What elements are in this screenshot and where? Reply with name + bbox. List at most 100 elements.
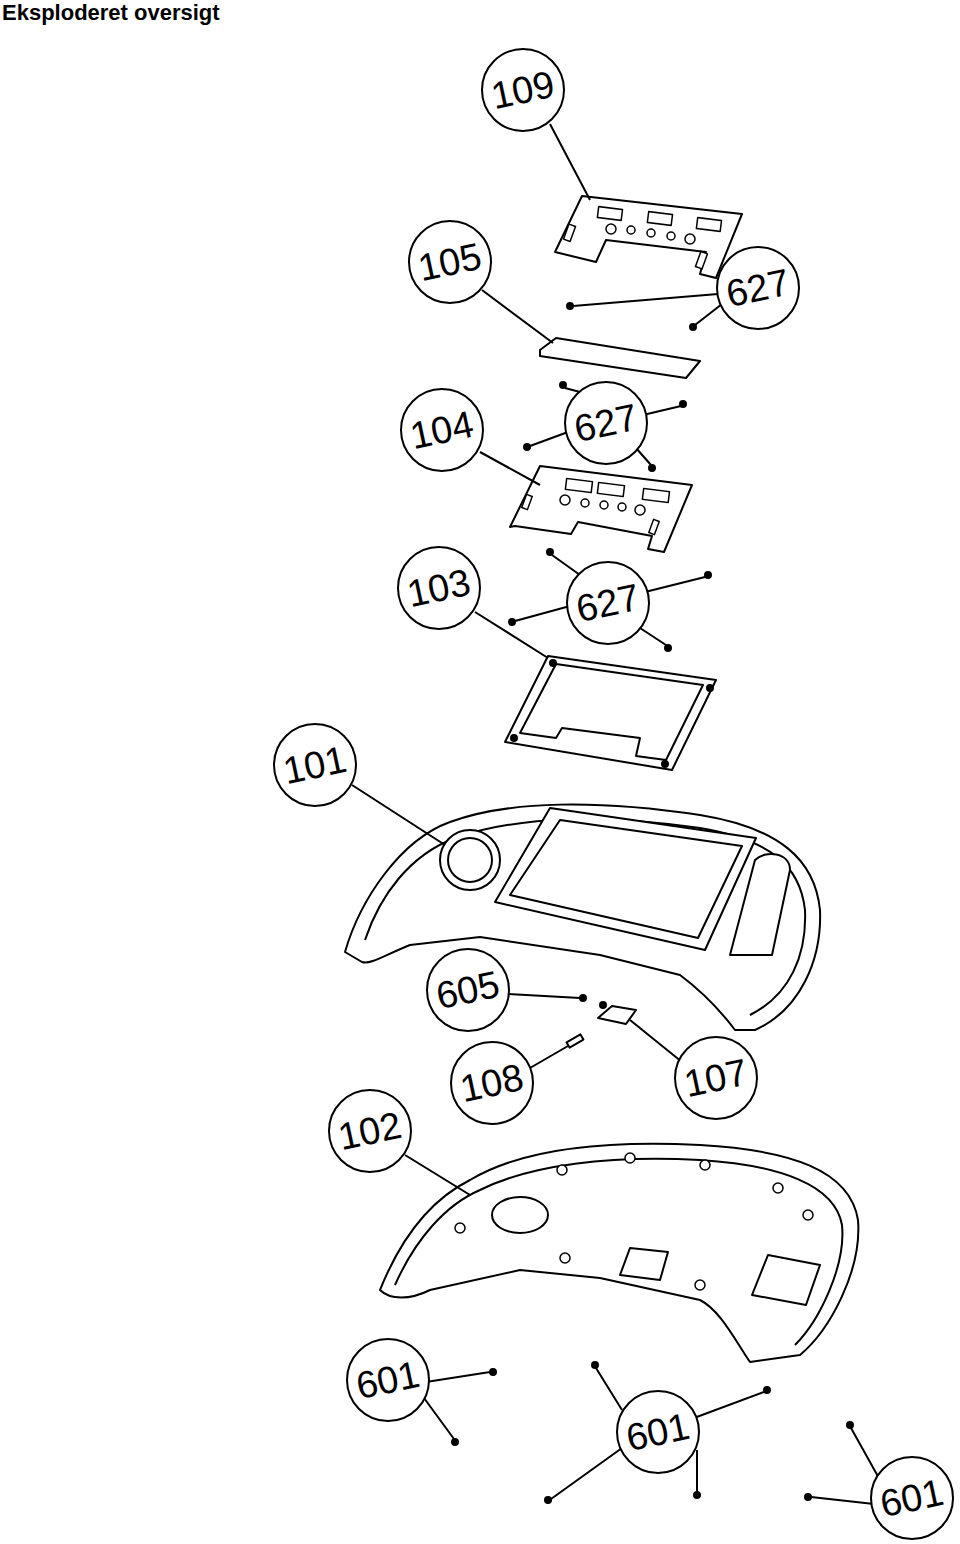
- console-window: [495, 808, 756, 950]
- leader-line: [551, 1448, 622, 1499]
- leader-line: [530, 432, 568, 446]
- lower-cover: [380, 1144, 858, 1362]
- leader-line: [696, 1450, 698, 1492]
- leader-line: [424, 1398, 454, 1439]
- leader-line: [405, 1155, 470, 1195]
- screw: [560, 382, 566, 388]
- leader-line: [694, 1392, 764, 1418]
- leader-line: [645, 577, 705, 592]
- leader-line: [475, 612, 548, 658]
- screw: [547, 549, 553, 555]
- screw-boss: [773, 1183, 783, 1193]
- screw: [524, 444, 530, 450]
- board-button: [560, 495, 570, 505]
- screw-boss: [803, 1210, 813, 1220]
- callout-number: 107: [681, 1053, 751, 1103]
- board-window: [642, 488, 669, 502]
- plate-button: [627, 226, 635, 234]
- plate-button: [647, 229, 655, 237]
- screw: [694, 1492, 700, 1498]
- leader-line: [811, 1497, 874, 1504]
- callout-circle: 109: [481, 48, 565, 132]
- screw: [567, 303, 573, 309]
- cover-opening: [752, 1255, 820, 1305]
- screw-boss: [560, 1253, 570, 1263]
- console-window-inner: [510, 820, 742, 938]
- callout-number: 627: [723, 263, 793, 313]
- board-button: [581, 499, 589, 507]
- frame-hole: [511, 735, 517, 741]
- callout-number: 109: [488, 65, 558, 115]
- screw: [580, 995, 586, 1001]
- screw: [764, 1387, 770, 1393]
- cover-rim: [395, 1159, 842, 1345]
- board-window: [597, 482, 624, 496]
- screw: [509, 619, 515, 625]
- board-slot: [649, 519, 659, 534]
- callout-number: 101: [280, 740, 350, 790]
- cover-latch-seat: [620, 1248, 668, 1280]
- screw: [805, 1494, 811, 1500]
- plate-button: [685, 234, 695, 244]
- leader-line: [552, 555, 580, 575]
- callout-number: 103: [404, 563, 474, 613]
- callout-number: 108: [457, 1058, 527, 1108]
- overlay-plate: [555, 196, 742, 278]
- control-board: [510, 466, 692, 552]
- screw-boss: [700, 1160, 710, 1170]
- screw: [545, 1497, 551, 1503]
- plate-button: [606, 224, 616, 234]
- plate-button: [667, 232, 675, 240]
- frame-inner: [520, 664, 703, 760]
- board-window: [565, 478, 592, 492]
- leader-line: [573, 294, 718, 306]
- screw: [649, 465, 655, 471]
- callout-circle: 605: [426, 948, 510, 1032]
- callout-number: 105: [415, 237, 485, 287]
- cover-opening: [492, 1197, 548, 1233]
- board-slot: [522, 494, 532, 509]
- screw-boss: [455, 1223, 465, 1233]
- leader-line: [550, 124, 590, 200]
- callout-circle: 103: [397, 546, 481, 630]
- callout-number: 601: [877, 1473, 947, 1523]
- screw: [452, 1439, 458, 1445]
- frame-hole: [662, 761, 668, 767]
- callout-circle: 107: [674, 1036, 758, 1120]
- leader-line: [508, 994, 580, 998]
- callout-circle: 102: [328, 1089, 412, 1173]
- leader-line: [851, 1428, 880, 1480]
- screw-boss: [625, 1153, 635, 1163]
- leader-line: [636, 448, 651, 465]
- upper-console: [345, 805, 820, 1030]
- leader-line: [530, 1046, 568, 1068]
- bar-edge: [539, 350, 541, 356]
- plate-window: [696, 218, 721, 232]
- screw: [490, 1369, 496, 1375]
- board-button: [635, 505, 645, 515]
- screw-boss: [695, 1280, 705, 1290]
- callout-number: 102: [335, 1106, 405, 1156]
- speaker-ring: [440, 830, 500, 890]
- callout-circle: 627: [716, 246, 800, 330]
- callout-circle: 101: [273, 723, 357, 807]
- speaker-ring: [448, 838, 492, 882]
- screw: [592, 1362, 598, 1368]
- callout-circle: 601: [616, 1390, 700, 1474]
- frame-hole: [550, 660, 556, 666]
- callout-number: 601: [623, 1407, 693, 1457]
- leader-line: [640, 628, 666, 645]
- callout-circle: 601: [870, 1456, 954, 1540]
- leader-line: [515, 606, 570, 621]
- display-frame: [505, 656, 716, 770]
- callout-circle: 104: [400, 388, 484, 472]
- plate-slot: [695, 251, 707, 268]
- cup-holder: [730, 854, 790, 955]
- board-button: [600, 501, 608, 509]
- screw-boss: [557, 1165, 567, 1175]
- screw: [705, 572, 711, 578]
- callout-number: 605: [433, 965, 503, 1015]
- latch-pin: [567, 1034, 584, 1047]
- leader-line: [482, 290, 553, 343]
- leader-line: [596, 1368, 622, 1410]
